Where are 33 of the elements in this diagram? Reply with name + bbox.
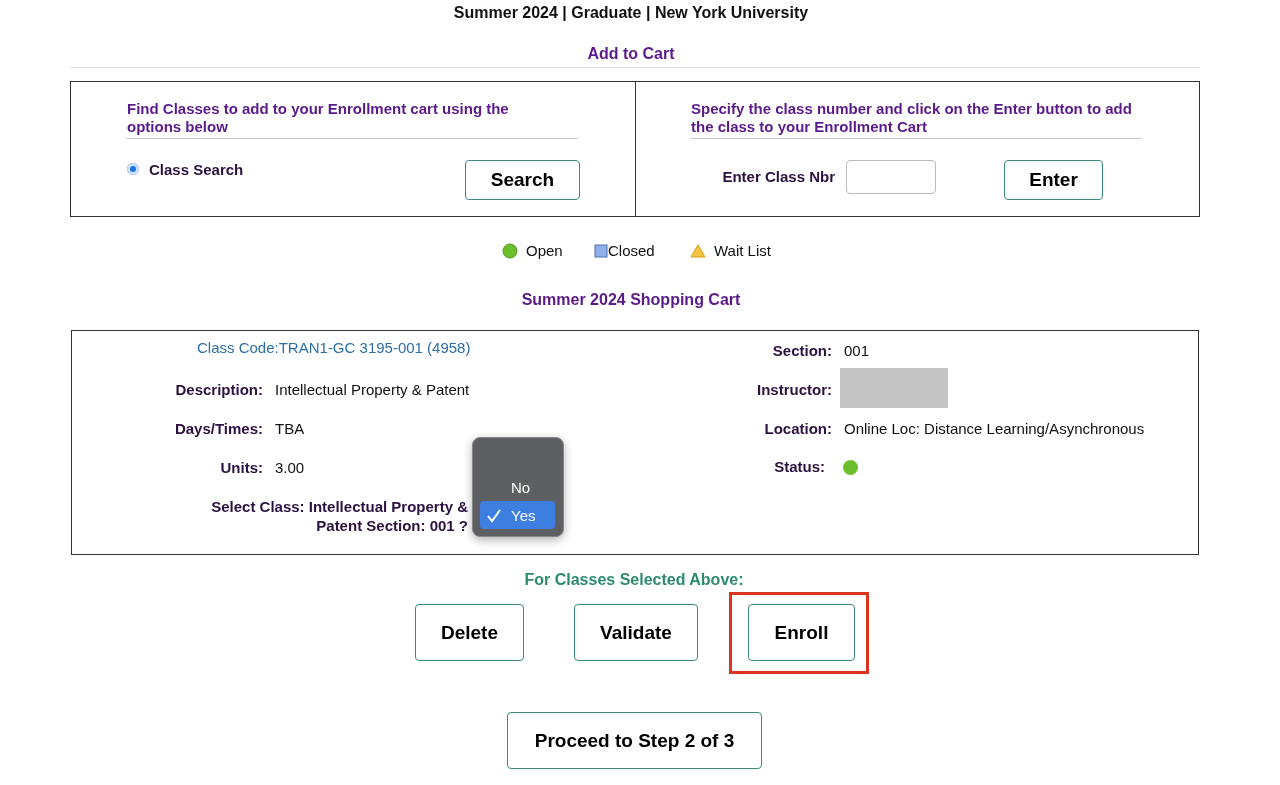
field-label: Description: <box>174 381 263 398</box>
section-heading: Summer 2024 Shopping Cart <box>520 291 742 309</box>
menu-option: No <box>511 479 531 496</box>
field-label: Location: <box>763 420 832 437</box>
field-label: Enter Class Nbr <box>721 168 835 185</box>
legend-label: Open <box>526 242 563 259</box>
legend-label: Wait List <box>714 242 771 259</box>
enroll-button: Enroll <box>748 604 855 661</box>
field-label: Days/Times: <box>173 420 263 437</box>
field-value: 3.00 <box>275 459 305 476</box>
menu-option: Yes <box>511 507 536 524</box>
field-label: Units: <box>219 459 263 476</box>
enter-button: Enter <box>1004 160 1103 200</box>
section-heading: For Classes Selected Above: <box>523 571 745 589</box>
instruction-text: Specify the class number and click on the Enter button to add the class to your Enrollment Cart <box>691 100 1133 136</box>
legend-label: Closed <box>608 242 655 259</box>
field-value: 001 <box>844 342 870 359</box>
validate-button: Validate <box>574 604 698 661</box>
search-button: Search <box>465 160 580 200</box>
class-code-link: Class Code:TRAN1-GC 3195-001 (4958) <box>197 339 471 356</box>
field-label: Select Class: Intellectual Property & Patent Section: 001 ? <box>210 497 468 535</box>
field-label: Section: <box>771 342 832 359</box>
field-value: Online Loc: Distance Learning/Asynchronous <box>844 420 1145 437</box>
delete-button: Delete <box>415 604 524 661</box>
radio-label: Class Search <box>149 161 244 178</box>
field-label: Status: <box>773 458 825 475</box>
proceed-button: Proceed to Step 2 of 3 <box>507 712 762 769</box>
page-title: Summer 2024 | Graduate | New York University <box>452 4 810 22</box>
section-heading: Add to Cart <box>586 45 676 63</box>
field-value: TBA <box>275 420 305 437</box>
field-label: Instructor: <box>756 381 832 398</box>
instruction-text: Find Classes to add to your Enrollment cart using the options below <box>127 100 510 136</box>
field-value: Intellectual Property & Patent <box>275 381 470 398</box>
